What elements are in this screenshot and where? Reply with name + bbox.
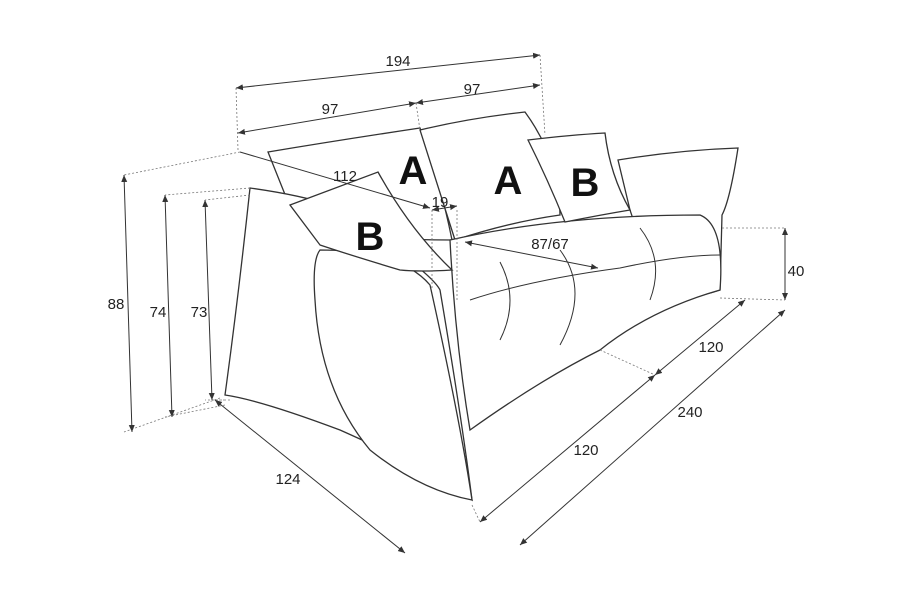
left-arm-front <box>313 249 473 501</box>
dim-arm-height-inner: 73 <box>191 304 208 321</box>
throw-pillow-left <box>288 171 454 272</box>
dim-arm-height-outer: 74 <box>150 304 167 321</box>
dim-total-height: 88 <box>108 296 125 313</box>
dim-seat-depth: 87/67 <box>531 236 569 253</box>
dim-length-half-back: 120 <box>698 339 723 356</box>
dim-depth: 124 <box>275 471 300 488</box>
cushion-label-a-right: A <box>494 159 523 203</box>
dim-diagonal-depth: 112 <box>333 168 357 185</box>
dim-arm-width: 19 <box>432 194 449 211</box>
dim-length-total: 240 <box>677 404 702 421</box>
throw-pillow-right <box>527 132 632 223</box>
dimension-lines <box>121 52 788 554</box>
cushion-label-a-left: A <box>399 149 428 193</box>
dim-length-half-front: 120 <box>573 442 598 459</box>
dim-seat-height: 40 <box>788 263 805 280</box>
cushion-label-b-right: B <box>571 161 600 205</box>
dim-half-width-left: 97 <box>322 101 339 118</box>
dim-total-width: 194 <box>385 53 410 70</box>
cushion-label-b-left: B <box>356 215 385 259</box>
dim-half-width-right: 97 <box>464 81 481 98</box>
